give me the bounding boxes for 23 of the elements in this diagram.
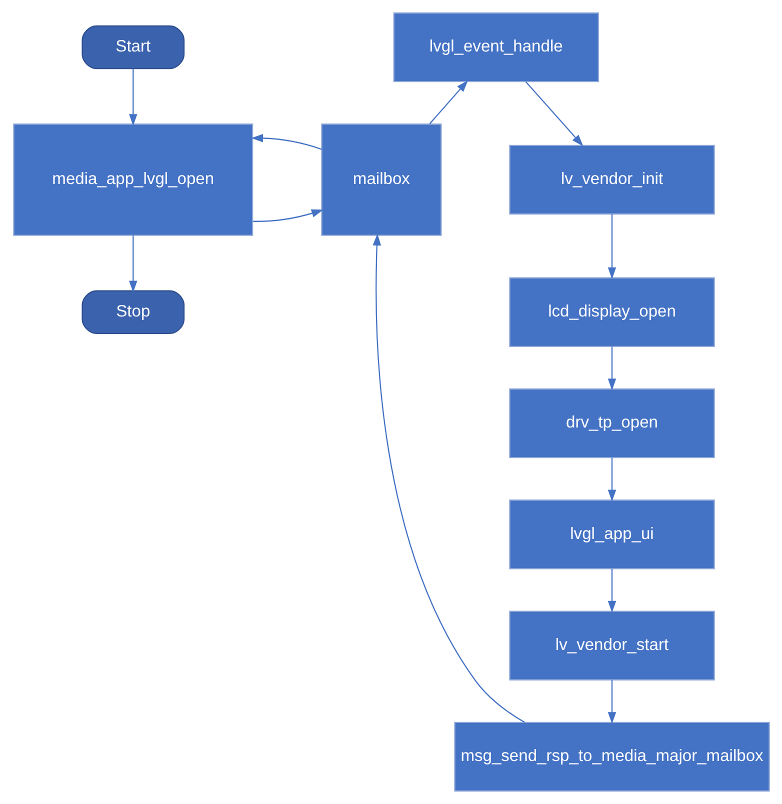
node-box: lv_vendor_start [508,610,714,680]
arrow [372,234,525,723]
node-box: lcd_display_open [508,277,714,348]
arrow [524,81,583,146]
node-box: Stop [81,290,184,334]
arrow [252,209,323,222]
node-box: mailbox [320,124,442,236]
node-box: msg_send_rsp_to_media_major_mailbox [454,722,770,792]
arrow [607,568,616,613]
node-box: media_app_lvgl_open [12,124,253,236]
node-box: lvgl_event_handle [392,12,598,82]
node-box: Start [81,25,184,70]
arrow [607,346,616,390]
node-box: drv_tp_open [508,388,714,458]
node-box: lvgl_app_ui [508,500,714,570]
arrow [607,458,616,502]
arrow [128,68,137,126]
arrow [128,235,137,293]
arrow [428,80,468,124]
arrow [607,680,616,724]
node-box: lv_vendor_init [508,144,714,215]
arrow [250,134,322,150]
arrow [607,214,616,280]
